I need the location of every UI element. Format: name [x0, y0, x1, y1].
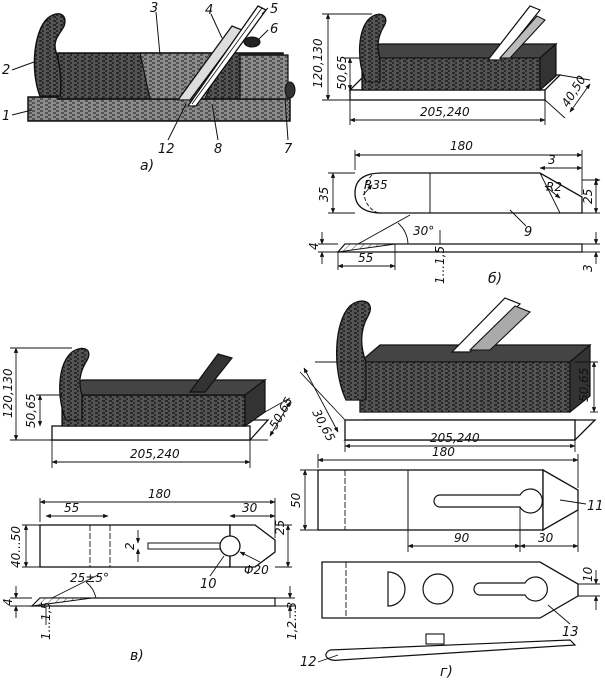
plane-v-wedge	[188, 353, 234, 393]
dim-g-blade-width: 50	[289, 492, 303, 508]
dim-g-blade-length: 180	[432, 445, 455, 459]
caption-v: в)	[130, 648, 144, 664]
plane-v-sole-front	[51, 425, 251, 441]
chipbreaker-13-slot	[473, 576, 548, 602]
blade-v-hole	[219, 535, 241, 557]
callout-9: 9	[524, 225, 532, 240]
dim-b-body-height: 50,65	[335, 56, 349, 90]
callout-7: 7	[284, 142, 293, 157]
caption-a: а)	[140, 158, 154, 174]
dim-v-thick-c: 4	[1, 598, 15, 606]
front-knob	[284, 81, 296, 99]
adjust-knob	[243, 36, 261, 48]
figure-b: 205,240 120,130 50,65 40,50 180 3 R35 R2…	[307, 5, 601, 287]
dim-b-blade-width: 35	[317, 187, 331, 202]
plane-sole	[27, 96, 291, 122]
dim-v-blade-length: 180	[148, 487, 171, 501]
blade-b-plan	[354, 172, 583, 214]
dim-b-height: 120,130	[311, 38, 325, 88]
dim-v-height: 120,130	[1, 368, 15, 418]
callout-5: 5	[270, 2, 278, 17]
plane-v-body-top	[60, 379, 267, 396]
dim-v-slot: 2	[123, 542, 137, 550]
dim-v-angle: 25±5°	[70, 571, 109, 585]
blade-v-slot	[147, 542, 225, 550]
callout-3: 3	[150, 1, 158, 16]
caption-g: г)	[440, 664, 453, 680]
dim-v-hole: Φ20	[244, 563, 269, 577]
assembly-screw-head	[425, 633, 445, 645]
blade-11-keyhole-slot	[433, 488, 543, 514]
dim-g-thick: 10	[581, 566, 595, 582]
dim-b-r35: R35	[364, 178, 388, 192]
dim-b-thick-c: 4	[307, 242, 321, 250]
dim-v-width: 50,65	[266, 395, 295, 432]
plane-b-sole-front	[349, 89, 546, 101]
dim-v-length: 205,240	[130, 447, 180, 461]
dim-b-thick-b: 3	[581, 264, 595, 272]
chipbreaker-13-hole	[422, 573, 454, 605]
callout-11: 11	[587, 499, 604, 514]
plane-handle	[33, 13, 66, 97]
blade-v-side-bevel	[30, 597, 93, 607]
blade-b-side-bevel	[336, 243, 396, 253]
plane-g-body-side	[359, 361, 571, 413]
callout-12-g: 12	[300, 655, 317, 670]
dim-b-len-55: 55	[358, 251, 373, 265]
front-block	[239, 54, 289, 100]
chipbreaker-13-half-disc	[387, 571, 406, 607]
dim-v-blade-width: 40...50	[9, 526, 23, 568]
plane-v-handle	[59, 347, 90, 421]
figure-a: 1 2 3 4 5 6 7 8 12 а)	[2, 1, 296, 174]
dim-b-length: 205,240	[420, 105, 470, 119]
callout-6: 6	[270, 22, 278, 37]
dim-v-end-h: 25	[273, 520, 287, 535]
blade-v-tip	[229, 524, 276, 568]
blade-assembly-side	[325, 639, 577, 661]
dim-b-r2: R2	[546, 180, 562, 194]
blade-b-edge-line	[539, 172, 561, 214]
caption-b: б)	[488, 271, 502, 287]
plane-g-wedge	[468, 305, 532, 351]
plane-b-body-end	[539, 42, 557, 92]
plane-b-wedge	[498, 15, 546, 59]
plane-g-handle	[335, 300, 371, 401]
dim-g-length: 205,240	[430, 431, 480, 445]
dim-v-len-55: 55	[64, 501, 79, 515]
dim-b-end-h: 25	[581, 189, 595, 204]
dim-b-blade-length: 180	[450, 139, 473, 153]
callout-2: 2	[2, 63, 10, 78]
callout-8: 8	[214, 142, 222, 157]
plane-b-blade	[486, 5, 541, 61]
callout-4: 4	[205, 3, 213, 18]
figure-v: 205,240 120,130 50,65 50,65 180	[1, 347, 299, 664]
dim-v-thick-b: 1,2...3	[285, 602, 299, 640]
dim-g-len-30: 30	[538, 531, 554, 545]
blade-line	[191, 7, 263, 105]
plane-b-body-side	[361, 57, 541, 91]
dim-v-body-height: 50,65	[24, 394, 38, 428]
dim-g-width: 30,65	[309, 407, 337, 444]
dim-b-angle: 30°	[413, 224, 434, 238]
callout-10: 10	[200, 577, 217, 592]
dim-v-thick-a: 1...1,5	[39, 602, 53, 640]
figure-g: 205,240 50,65 30,65 180 50 90 30 11	[289, 297, 604, 680]
plane-g-blade	[450, 297, 522, 353]
dim-b-bevel-len: 3	[548, 153, 556, 167]
dim-g-body-height: 50,65	[577, 368, 591, 402]
dim-g-len-90: 90	[454, 531, 470, 545]
plane-b-handle	[358, 13, 387, 83]
plane-v-body-side	[61, 394, 246, 427]
callout-12: 12	[158, 142, 175, 157]
callout-1: 1	[2, 109, 10, 124]
plane-b-body-top	[360, 43, 558, 59]
callout-13: 13	[562, 625, 579, 640]
dim-v-len-30: 30	[242, 501, 258, 515]
plane-g-sole-front	[344, 419, 576, 441]
dim-b-thick-a: 1...1,5	[433, 246, 447, 284]
